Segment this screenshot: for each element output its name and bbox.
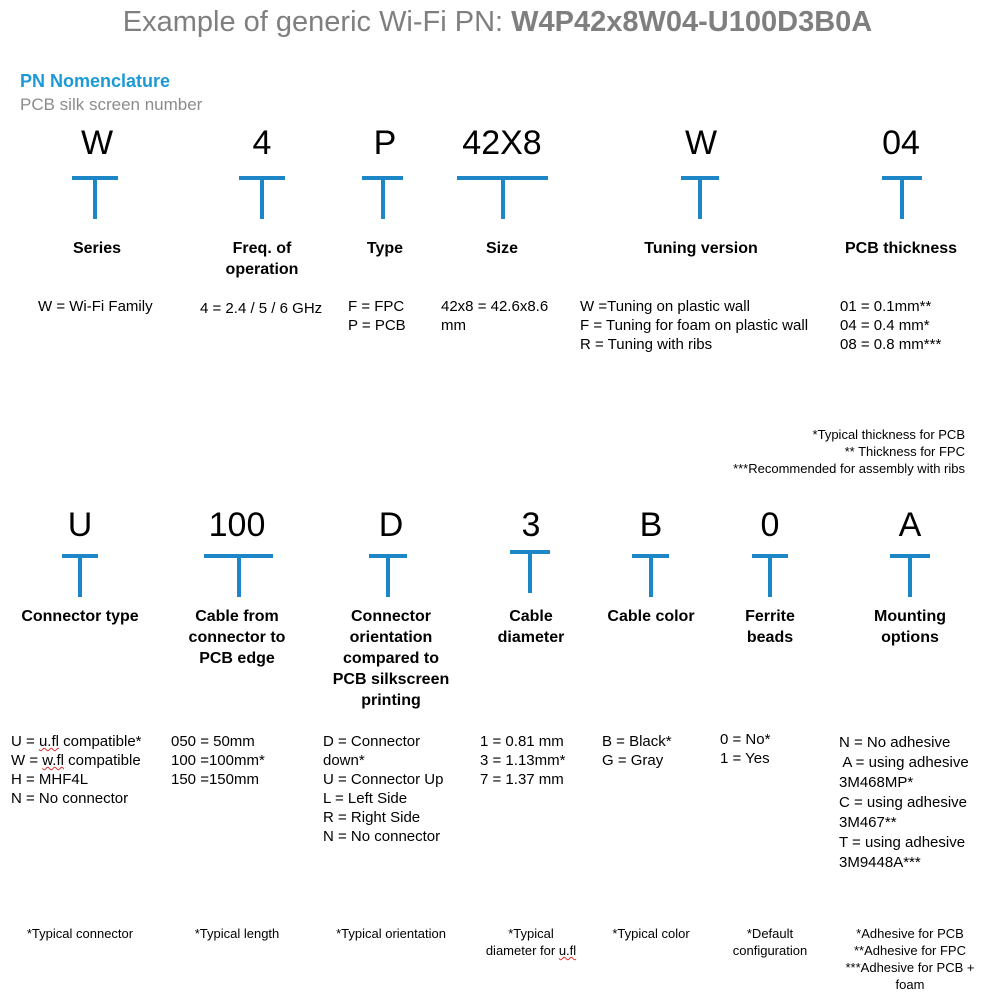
segment-code: 3 [521,506,541,544]
segment-note: *Typical connector [26,926,134,941]
title-part-number: W4P42x8W04-U100D3B0A [511,6,873,38]
segment-description: 0 = No*1 = Yes [720,731,771,767]
segment-cable-diameter: 3 [481,507,581,543]
thickness-notes: *Typical thickness for PCB** Thickness f… [733,427,965,476]
page-title: Example of generic Wi-Fi PN: W4P42x8W04-… [0,6,995,39]
segment-description: W = Wi-Fi Family [38,298,153,315]
section-subheading: PCB silk screen number [20,95,203,114]
segment-label: Series [72,240,122,257]
segment-note: *Adhesive for PCB**Adhesive for FPC***Ad… [845,926,975,992]
segment-label: Connector type [21,608,139,625]
segment-frequency: 4 [212,125,312,161]
segment-connector-orientation: D [341,507,441,543]
segment-note: *Typical length [194,926,280,941]
segment-pcb-thickness: 04 [851,125,951,161]
segment-description: 4 = 2.4 / 5 / 6 GHz [200,300,323,317]
segment-type: P [335,125,435,161]
segment-note: *Typical color [612,926,690,941]
segment-size: 42X8 [432,125,572,161]
segment-note: *Typical orientation [336,926,446,941]
segment-tuning-version: W [651,125,751,161]
segment-code: B [639,506,663,544]
segment-label: Size [485,240,518,257]
segment-label: Cable color [607,608,695,625]
segment-code: 100 [208,506,266,544]
segment-code: D [378,506,404,544]
segment-description: 01 = 0.1mm**04 = 0.4 mm*08 = 0.8 mm*** [840,298,942,353]
segment-connector-type: U [30,507,130,543]
segment-description: B = Black*G = Gray [602,733,672,769]
segment-label: Type [366,240,404,257]
section-heading: PN Nomenclature [20,71,171,91]
segment-code: W [80,124,114,162]
segment-code: 04 [882,124,920,162]
segment-code: 42X8 [462,124,542,162]
segment-description: U = u.fl compatible* W = w.fl compatible… [11,733,142,807]
title-prefix: Example of generic Wi-Fi PN: [122,6,512,38]
segment-label: Tuning version [644,240,758,257]
segment-mounting-options: A [860,507,960,543]
segment-label: PCB thickness [844,240,958,257]
segment-code: U [67,506,93,544]
segment-cable-color: B [601,507,701,543]
segment-code: W [684,124,718,162]
segment-ferrite-beads: 0 [720,507,820,543]
segment-series: W [47,125,147,161]
segment-code: A [898,506,922,544]
segment-code: 4 [252,124,272,162]
segment-code: P [373,124,397,162]
segment-code: 0 [760,506,780,544]
segment-cable-length: 100 [187,507,287,543]
